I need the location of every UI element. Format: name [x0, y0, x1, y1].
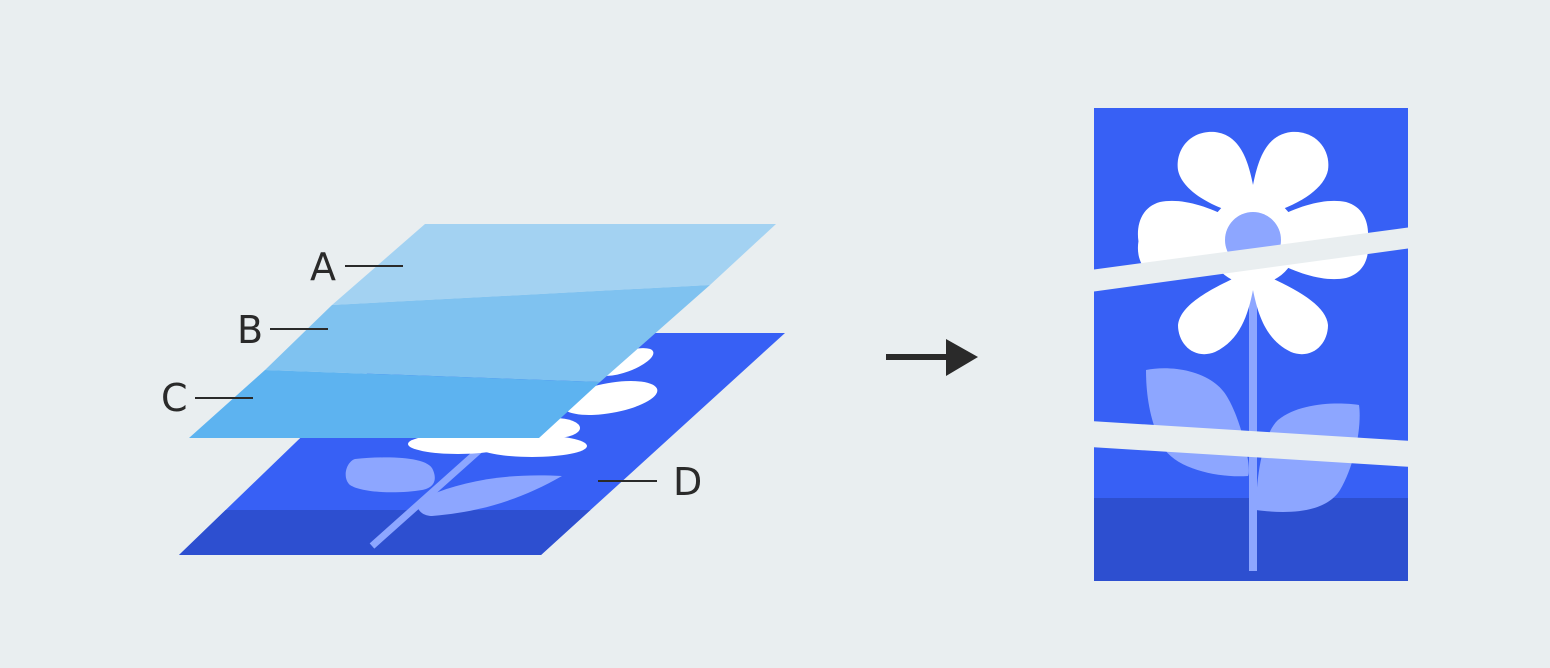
result-stem: [1249, 290, 1257, 571]
layer-d-leaf-right: [418, 475, 562, 516]
label-a: A: [310, 245, 336, 289]
layer-c-band: [189, 370, 600, 438]
result-gap-upper: [1094, 227, 1408, 292]
result-petal: [1253, 270, 1328, 355]
callout-a: A: [310, 245, 403, 289]
callout-b: B: [237, 308, 328, 352]
label-b: B: [237, 308, 263, 352]
layer-a-band: [332, 224, 776, 305]
layer-d-ground-band: [179, 510, 785, 555]
callout-c: C: [161, 376, 253, 420]
layer-d-petal: [408, 434, 508, 454]
overlay-sheet: [189, 224, 776, 438]
label-d: D: [673, 460, 702, 504]
right-arrow-icon: [886, 339, 978, 376]
layer-d-base-image: [179, 333, 785, 555]
result-petal: [1178, 270, 1253, 355]
label-c: C: [161, 376, 188, 420]
composited-result: [1094, 108, 1408, 581]
exploded-layer-stack: A B C D: [161, 224, 785, 555]
layer-b-band: [265, 285, 710, 382]
result-gap-lower: [1094, 421, 1408, 467]
callout-d: D: [598, 460, 702, 504]
result-petal: [1177, 131, 1253, 218]
layer-d-leaf-left: [345, 457, 435, 493]
result-petal: [1253, 131, 1329, 218]
